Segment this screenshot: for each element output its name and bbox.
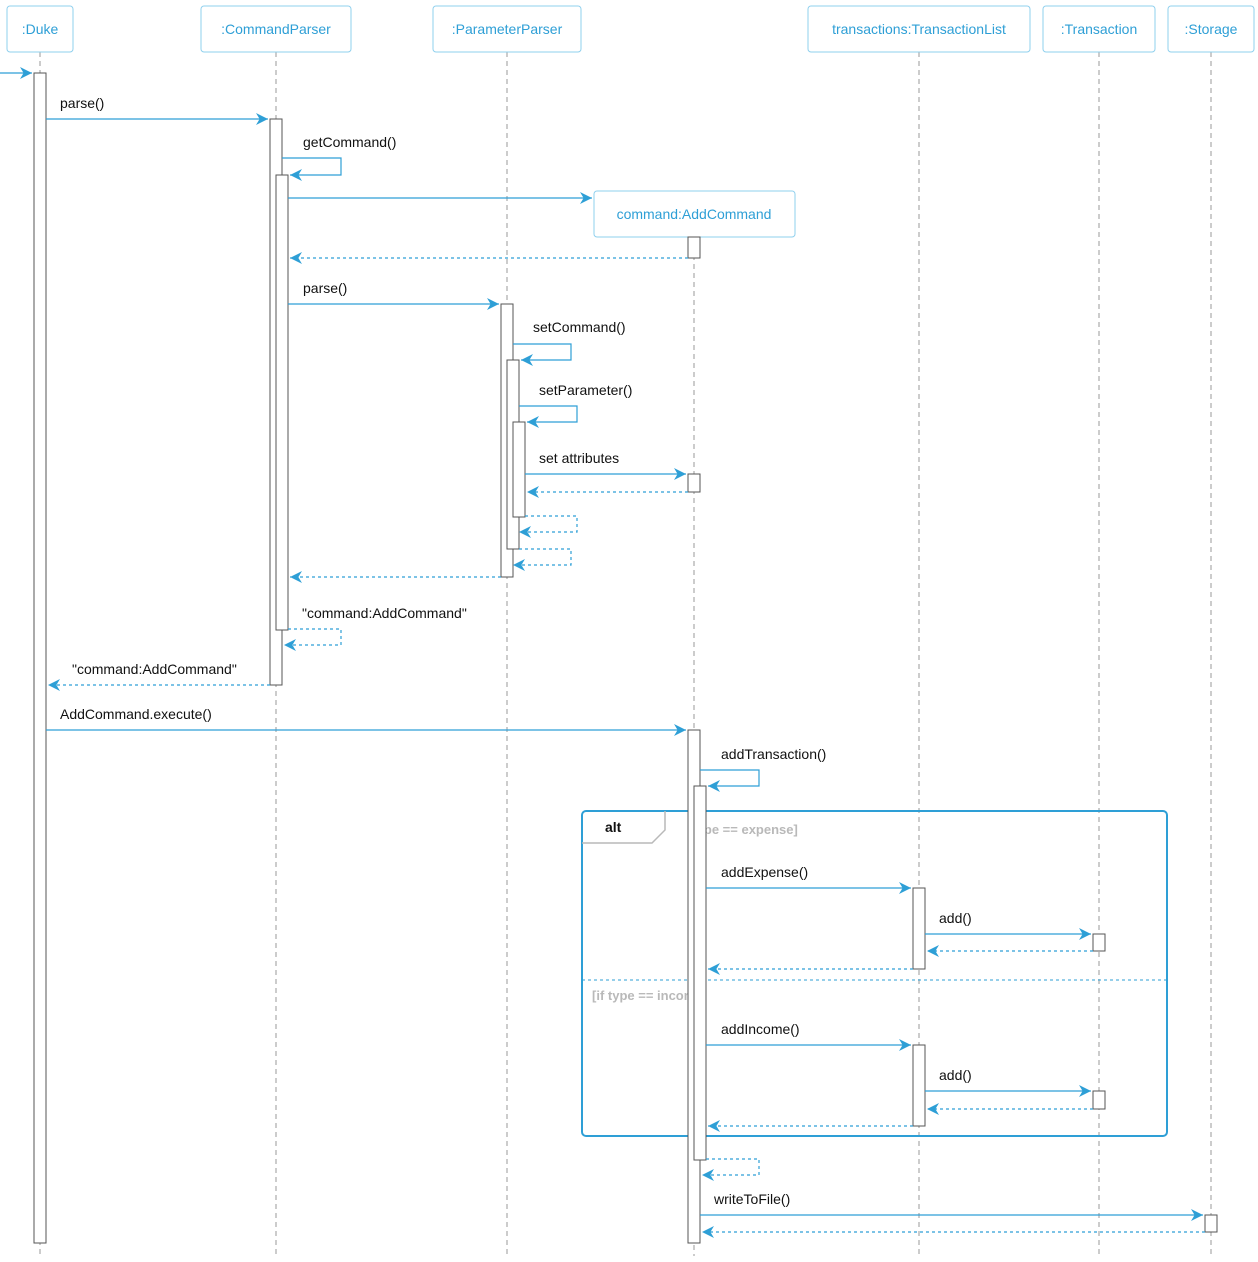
alt-keyword: alt bbox=[605, 819, 622, 835]
svg-text::Transaction: :Transaction bbox=[1061, 21, 1138, 37]
label-return-inner: "command:AddCommand" bbox=[302, 605, 467, 621]
ret-getcommand bbox=[284, 628, 342, 651]
messages bbox=[0, 67, 1205, 1238]
label-addexpense: addExpense() bbox=[721, 864, 808, 880]
activation-transaction-2 bbox=[1092, 1090, 1106, 1110]
label-return-duke: "command:AddCommand" bbox=[72, 661, 237, 677]
svg-text:transactions:TransactionList: transactions:TransactionList bbox=[832, 21, 1006, 37]
label-parse-1: parse() bbox=[60, 95, 104, 111]
activation-duke bbox=[33, 72, 47, 1244]
label-writetofile: writeToFile() bbox=[713, 1191, 790, 1207]
ret-addtransaction bbox=[702, 1158, 760, 1181]
svg-text::ParameterParser: :ParameterParser bbox=[452, 21, 563, 37]
msg-getcommand bbox=[282, 157, 342, 181]
activation-transactionlist-income bbox=[912, 1044, 926, 1127]
label-set-attributes: set attributes bbox=[539, 450, 619, 466]
svg-text::Duke: :Duke bbox=[22, 21, 59, 37]
ret-setcommand bbox=[513, 548, 572, 571]
participant-transaction: :Transaction bbox=[1042, 5, 1156, 53]
msg-addtransaction bbox=[700, 769, 760, 792]
message-labels: parse() getCommand() parse() setCommand(… bbox=[60, 95, 972, 1207]
label-setparameter: setParameter() bbox=[539, 382, 632, 398]
label-add-2: add() bbox=[939, 1067, 972, 1083]
activation-parameterparser-setparameter bbox=[512, 421, 526, 518]
label-add-1: add() bbox=[939, 910, 972, 926]
label-addtransaction: addTransaction() bbox=[721, 746, 826, 762]
alt-guard-expense: [type == expense] bbox=[688, 822, 798, 837]
activation-transactionlist-expense bbox=[912, 887, 926, 970]
svg-text::CommandParser: :CommandParser bbox=[221, 21, 331, 37]
ret-setparameter bbox=[519, 515, 578, 538]
activation-storage bbox=[1204, 1214, 1218, 1233]
participant-commandparser: :CommandParser bbox=[200, 5, 352, 53]
activation-addcommand-create bbox=[687, 236, 701, 259]
participant-storage: :Storage bbox=[1167, 5, 1255, 53]
activation-addcommand-addtransaction bbox=[693, 785, 707, 1161]
alt-fragment: alt [type == expense] [if type == income… bbox=[581, 810, 1168, 1137]
participant-addcommand: command:AddCommand bbox=[593, 190, 796, 238]
svg-text:command:AddCommand: command:AddCommand bbox=[617, 206, 772, 222]
label-execute: AddCommand.execute() bbox=[60, 706, 212, 722]
participant-transactionlist: transactions:TransactionList bbox=[807, 5, 1031, 53]
msg-setcommand bbox=[513, 343, 572, 366]
activations bbox=[33, 72, 1218, 1244]
label-getcommand: getCommand() bbox=[303, 134, 396, 150]
alt-guard-income: [if type == income] bbox=[592, 988, 707, 1003]
activation-commandparser-getcommand bbox=[275, 174, 289, 631]
label-setcommand: setCommand() bbox=[533, 319, 626, 335]
label-parse-2: parse() bbox=[303, 280, 347, 296]
participant-duke: :Duke bbox=[6, 5, 74, 53]
svg-text::Storage: :Storage bbox=[1185, 21, 1238, 37]
participant-parameterparser: :ParameterParser bbox=[432, 5, 582, 53]
activation-transaction-1 bbox=[1092, 933, 1106, 952]
label-addincome: addIncome() bbox=[721, 1021, 800, 1037]
activation-addcommand-attributes bbox=[687, 473, 701, 493]
msg-setparameter bbox=[519, 405, 578, 428]
